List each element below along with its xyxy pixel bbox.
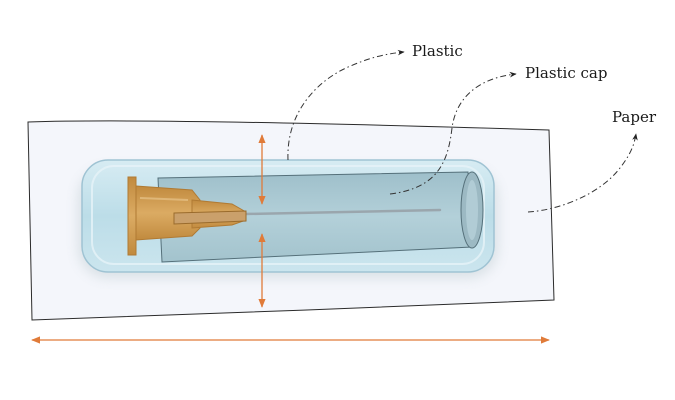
plastic-cap-label: Plastic cap bbox=[525, 64, 608, 82]
hypodermic-needle-icon bbox=[127, 176, 442, 256]
plastic-leader-line bbox=[287, 49, 405, 161]
paper-leader-line bbox=[527, 133, 638, 213]
paper-label: Paper bbox=[612, 108, 657, 126]
plastic-cap-leader-line bbox=[389, 71, 517, 195]
plastic-label: Plastic bbox=[412, 42, 463, 60]
